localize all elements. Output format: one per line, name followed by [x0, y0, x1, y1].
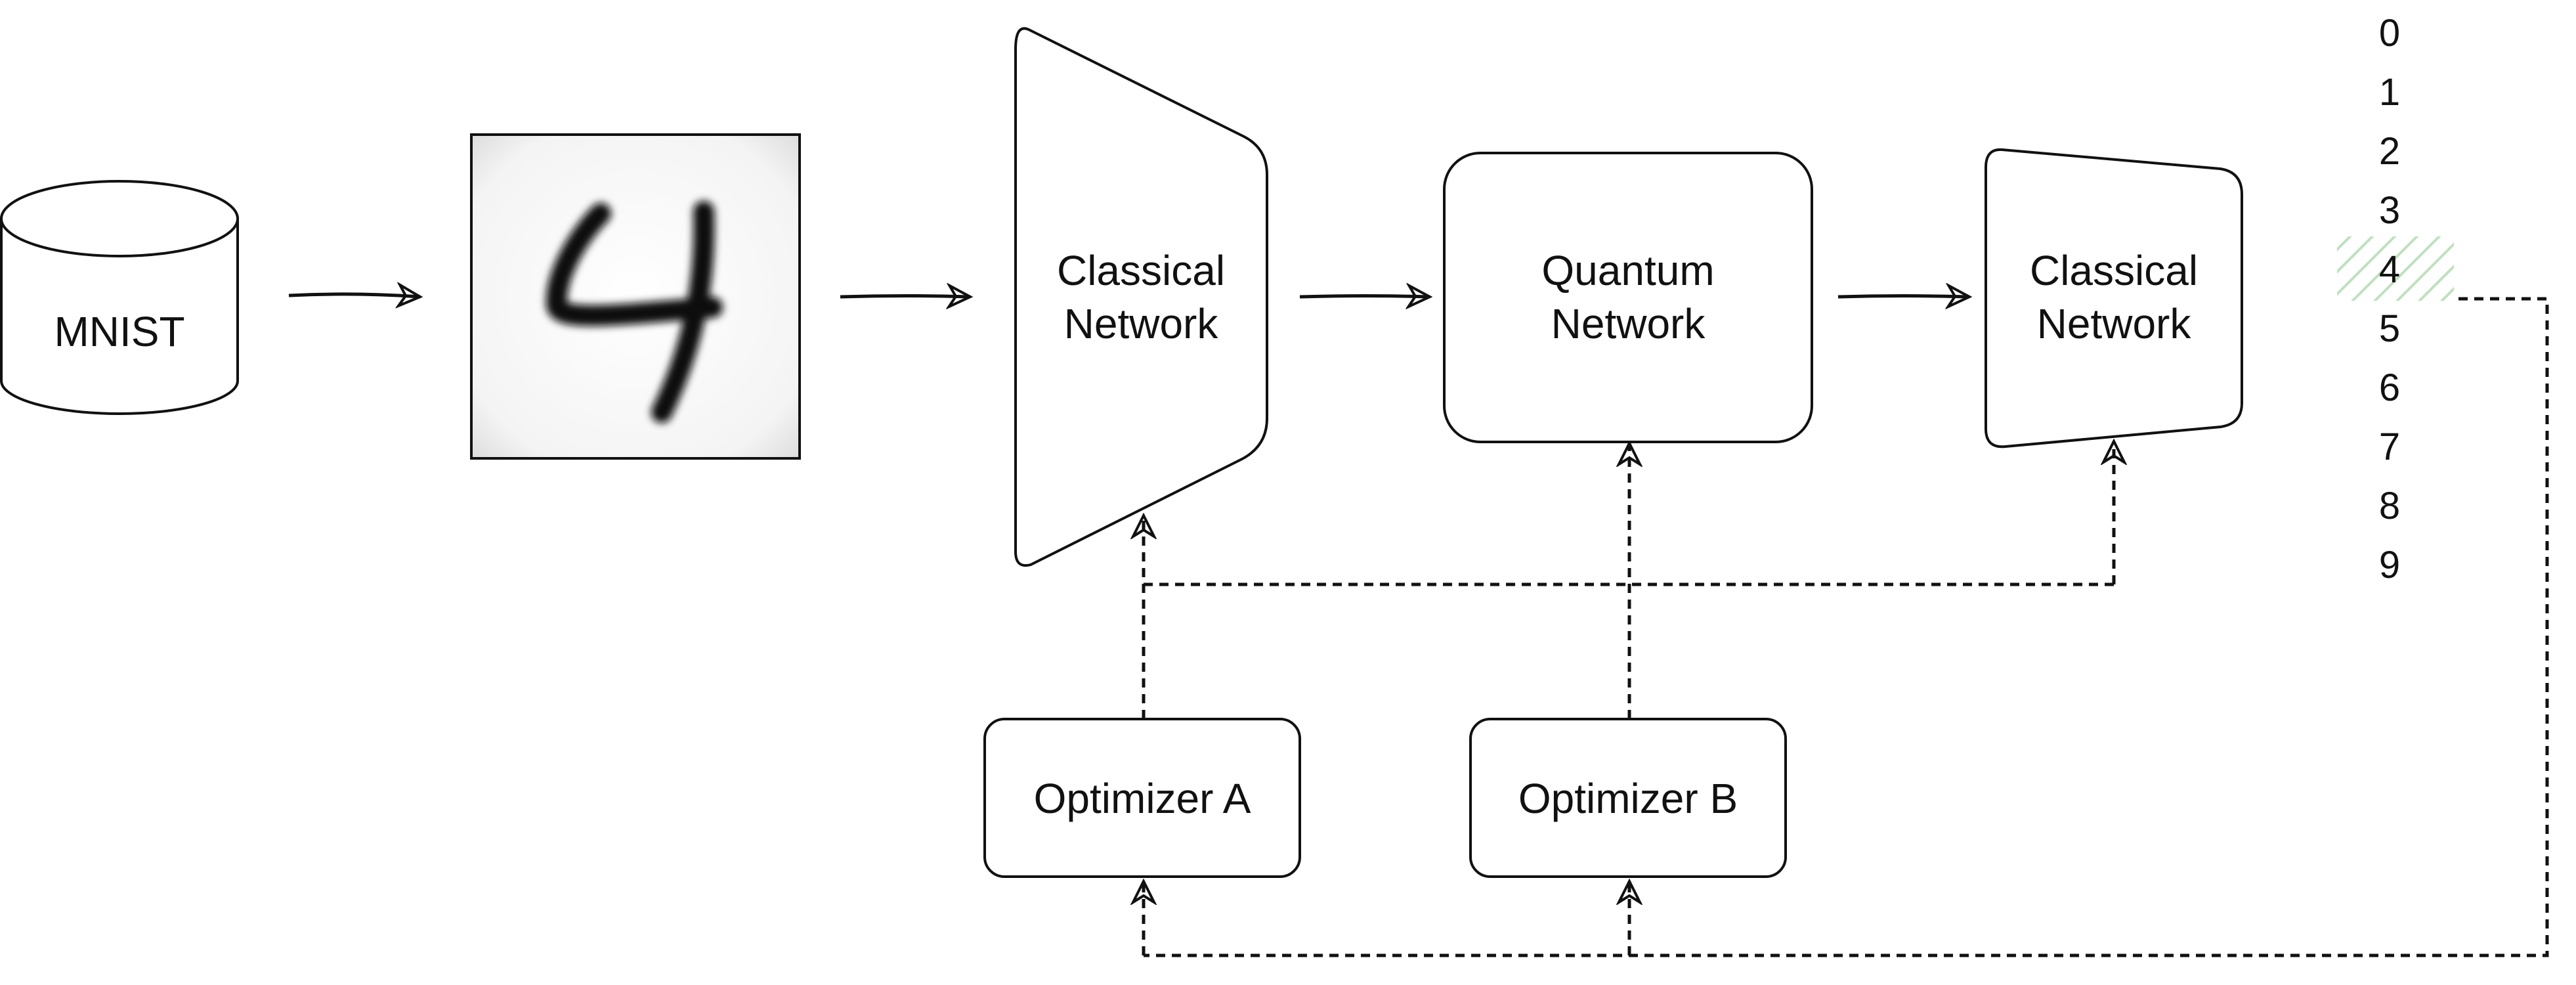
output-class-label: 9	[2379, 544, 2400, 586]
optimizer-b-label: Optimizer B	[1518, 775, 1738, 822]
arrow-quantum-to-classical-2	[1837, 296, 1969, 297]
arrow-classical-1-to-quantum	[1299, 296, 1430, 297]
optimizer-a-update-path	[1142, 443, 2116, 719]
output-class-label-selected: 4	[2379, 248, 2400, 291]
mnist-dataset: MNIST	[0, 180, 239, 415]
quantum-network: Quantum Network	[1443, 152, 1813, 443]
arrow-mnist-to-image	[288, 294, 420, 297]
classical-network-1-line1: Classical	[1057, 247, 1225, 294]
quantum-network-line1: Quantum	[1541, 247, 1714, 294]
selected-class-highlight	[2337, 236, 2454, 301]
output-class-label: 3	[2379, 189, 2400, 232]
classical-network-1-line2: Network	[1064, 300, 1219, 347]
output-class-label: 1	[2379, 71, 2400, 114]
output-class-label: 6	[2379, 366, 2400, 409]
loss-feedback-path	[1144, 297, 2549, 957]
output-class-label: 7	[2379, 426, 2400, 468]
output-class-label: 5	[2379, 307, 2400, 350]
output-class-label: 2	[2379, 130, 2400, 173]
classical-network-1: Classical Network	[1014, 27, 1268, 567]
output-class-label: 8	[2379, 485, 2400, 527]
optimizer-b: Optimizer B	[1469, 718, 1787, 878]
classical-network-2-line1: Classical	[2030, 247, 2198, 294]
forward-arrows	[288, 294, 1969, 297]
optimizer-a-label: Optimizer A	[1034, 775, 1251, 822]
classical-network-2-line2: Network	[2037, 300, 2192, 347]
output-class-list: 0 1 2 3 4 5 6 7 8 9	[2337, 12, 2454, 586]
mnist-label: MNIST	[54, 308, 184, 355]
arrow-image-to-classical-1	[840, 296, 970, 297]
optimizer-a: Optimizer A	[983, 718, 1301, 878]
input-digit-image	[470, 133, 801, 460]
loss-feedback-lines	[1144, 297, 2549, 957]
quantum-network-line2: Network	[1551, 300, 1706, 347]
optimizer-update-lines	[1144, 441, 2114, 719]
classical-network-2: Classical Network	[1985, 148, 2243, 449]
output-class-label: 0	[2379, 12, 2400, 55]
